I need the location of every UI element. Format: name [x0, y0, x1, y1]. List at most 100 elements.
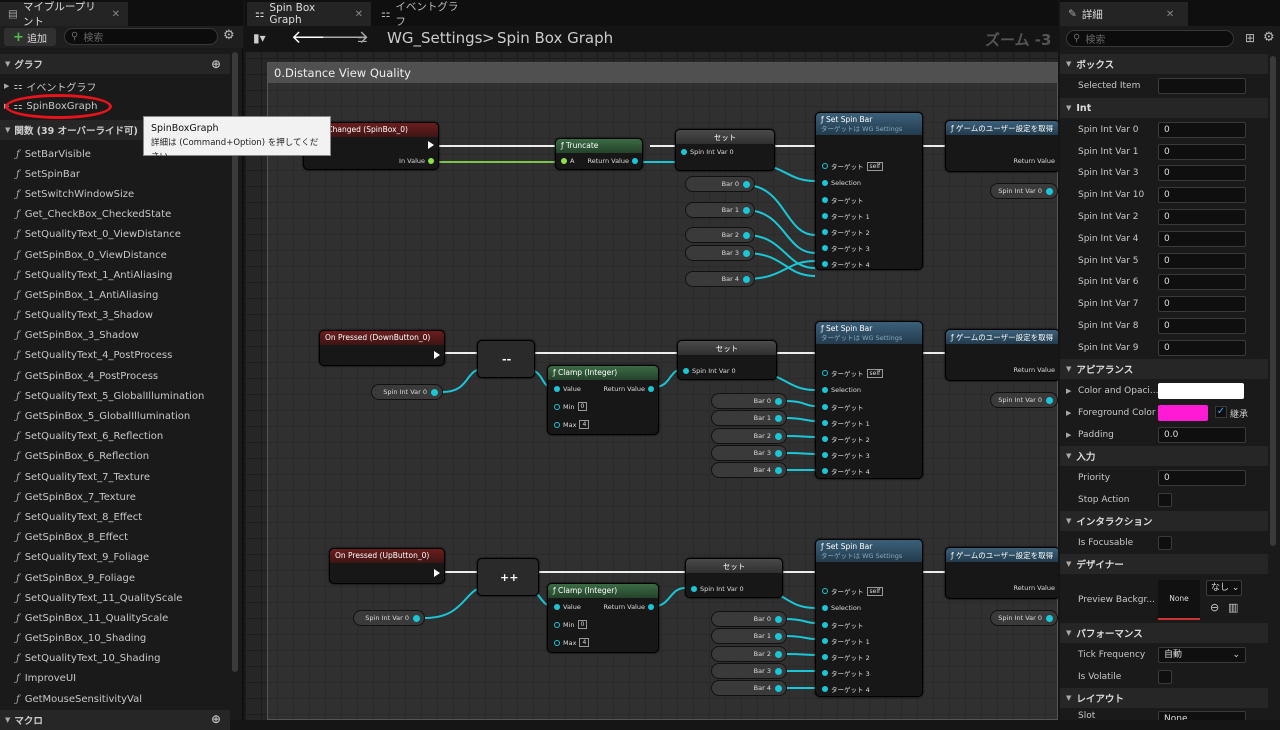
is-focusable-checkbox[interactable]	[1158, 535, 1172, 550]
value-pin[interactable]: Value	[554, 603, 581, 611]
add-circle-icon[interactable]: ⊕	[211, 57, 222, 71]
bar2-getter[interactable]: Bar 2	[711, 428, 787, 444]
details-scrollbar[interactable]	[1270, 56, 1276, 546]
spin-int-var-getter[interactable]: Spin Int Var 0	[371, 384, 443, 400]
exec-out-pin[interactable]	[434, 569, 440, 577]
target2-pin[interactable]: ターゲット 2	[822, 652, 870, 662]
target2-pin[interactable]: ターゲット 2	[822, 227, 870, 237]
increment-node[interactable]: ++	[477, 558, 539, 596]
graph-section-header[interactable]: ▼ グラフ ⊕	[0, 54, 230, 74]
target3-pin[interactable]: ターゲット 3	[822, 668, 870, 678]
target1-pin[interactable]: ターゲット 1	[822, 636, 870, 646]
truncate-node[interactable]: ƒ Truncate A Return Value	[555, 138, 643, 170]
selected-item-field[interactable]	[1158, 77, 1246, 94]
chevron-right-icon[interactable]: ▶	[1066, 386, 1072, 395]
int-value-field[interactable]: 0	[1158, 143, 1246, 160]
graph-canvas[interactable]: ▮▾ 🡐 🡒 ⚏ WG_Settings > Spin Box Graph ズー…	[245, 26, 1058, 720]
bar0-getter[interactable]: Bar 0	[711, 393, 787, 409]
details-search-input[interactable]: ⚲ 検索	[1066, 30, 1234, 47]
in-value-pin[interactable]: In Value	[399, 157, 434, 165]
set-node[interactable]: セット Spin Int Var 0	[677, 340, 777, 380]
bar4-getter[interactable]: Bar 4	[711, 462, 787, 478]
spin-int-var-pin[interactable]: Spin Int Var 0	[691, 585, 744, 593]
appearance-section[interactable]: ▼アピアランス	[1060, 359, 1268, 379]
close-icon[interactable]: ✕	[1165, 8, 1175, 20]
target4-pin[interactable]: ターゲット 4	[822, 684, 870, 694]
exec-out-pin[interactable]	[428, 141, 434, 149]
tab-event-graph[interactable]: ⚏ イベントグラフ	[373, 1, 473, 28]
int-value-field[interactable]: 0	[1158, 339, 1246, 356]
browse-icon[interactable]: ⊖	[1210, 601, 1220, 614]
int-value-field[interactable]: 0	[1158, 209, 1246, 226]
bar4-getter[interactable]: Bar 4	[711, 680, 787, 696]
grid-view-icon[interactable]: ⊞	[1245, 31, 1256, 45]
spin-int-var-getter[interactable]: Spin Int Var 0	[990, 183, 1058, 199]
return-pin[interactable]: Return Value	[1014, 366, 1056, 374]
designer-section[interactable]: ▼デザイナー	[1060, 554, 1268, 574]
spin-int-var-getter[interactable]: Spin Int Var 0	[990, 392, 1058, 408]
preview-dropdown[interactable]: なし ⌄	[1206, 580, 1242, 596]
set-node[interactable]: セット Spin Int Var 0	[675, 129, 775, 171]
macro-section-header[interactable]: ▼ マクロ ⊕	[0, 710, 230, 730]
target1-pin[interactable]: ターゲット 1	[822, 211, 870, 221]
add-circle-icon[interactable]: ⊕	[211, 712, 222, 726]
target4-pin[interactable]: ターゲット 4	[822, 466, 870, 476]
is-volatile-checkbox[interactable]	[1158, 669, 1172, 684]
color-swatch-magenta[interactable]	[1158, 405, 1208, 421]
priority-field[interactable]: 0	[1158, 469, 1246, 486]
bar4-getter[interactable]: Bar 4	[685, 271, 755, 287]
selection-pin[interactable]: Selection	[822, 386, 861, 394]
return-pin[interactable]: Return Value	[604, 603, 654, 611]
target4-pin[interactable]: ターゲット 4	[822, 259, 870, 269]
int-value-field[interactable]: 0	[1158, 318, 1246, 335]
a-pin[interactable]: A	[561, 157, 574, 165]
close-icon[interactable]: ✕	[354, 8, 363, 20]
min-value[interactable]: 0	[577, 402, 588, 411]
chevron-right-icon[interactable]: ▶	[1066, 430, 1072, 439]
value-pin[interactable]: Value	[554, 385, 581, 393]
bar3-getter[interactable]: Bar 3	[711, 445, 787, 461]
preview-thumbnail[interactable]: None	[1158, 580, 1200, 620]
target0-pin[interactable]: ターゲット	[822, 195, 864, 205]
get-game-user-settings-node[interactable]: ƒ ゲームのユーザー設定を取得 Return Value	[945, 547, 1058, 599]
bar3-getter[interactable]: Bar 3	[711, 663, 787, 679]
int-section[interactable]: ▼Int	[1060, 98, 1268, 118]
spin-int-var-pin[interactable]: Spin Int Var 0	[681, 148, 734, 156]
decrement-node[interactable]: --	[477, 340, 535, 378]
gear-icon[interactable]: ⚙	[1263, 30, 1275, 45]
int-value-field[interactable]: 0	[1158, 230, 1246, 247]
bar2-getter[interactable]: Bar 2	[711, 646, 787, 662]
bar2-getter[interactable]: Bar 2	[685, 227, 755, 243]
spin-int-var-pin[interactable]: Spin Int Var 0	[683, 367, 736, 375]
tab-my-blueprint[interactable]: ▤ マイブループリント ✕	[0, 1, 128, 28]
int-value-field[interactable]: 0	[1158, 274, 1246, 291]
gear-icon[interactable]: ⚙	[223, 28, 235, 43]
return-pin[interactable]: Return Value	[1014, 157, 1056, 165]
target3-pin[interactable]: ターゲット 3	[822, 450, 870, 460]
selection-pin[interactable]: Selection	[822, 179, 861, 187]
target0-pin[interactable]: ターゲット	[822, 402, 864, 412]
checkmark-icon[interactable]: ✓	[1215, 406, 1227, 418]
